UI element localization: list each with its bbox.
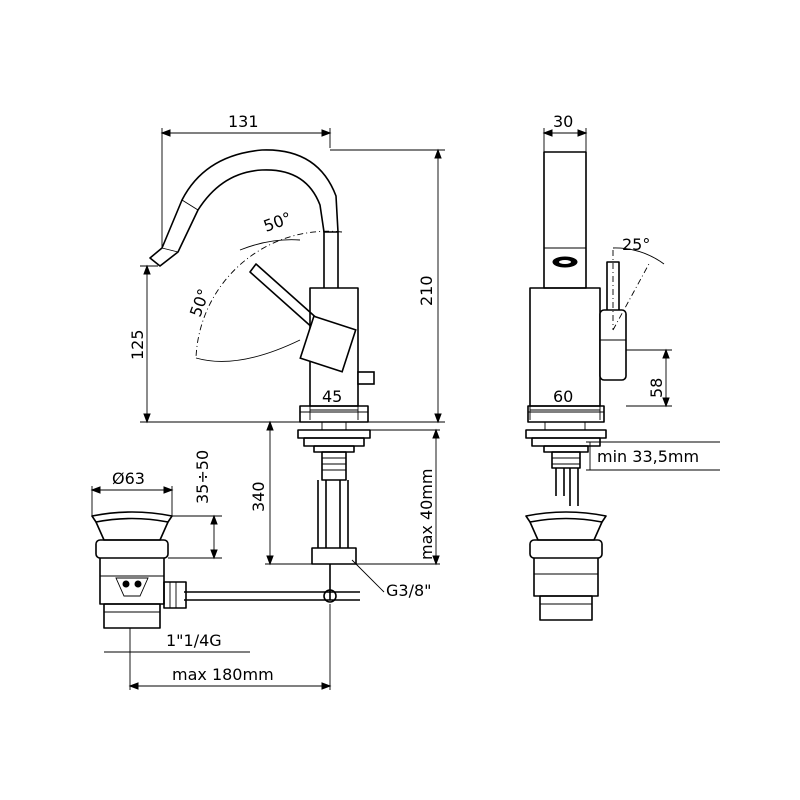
side-view <box>525 128 720 506</box>
label-waste-height: 35÷50 <box>193 450 212 504</box>
label-waste-diameter: Ø63 <box>112 469 145 488</box>
label-body-width-side: 30 <box>553 112 573 131</box>
spout <box>149 149 339 267</box>
lever-cap <box>299 315 357 373</box>
label-connection: G3/8" <box>386 581 432 600</box>
label-lever-angle-left: 50° <box>186 286 214 319</box>
label-spout-height: 125 <box>128 329 147 360</box>
waste-logo <box>115 577 149 597</box>
swing-arc <box>195 230 343 359</box>
label-max-deck: max 40mm <box>417 469 436 560</box>
label-base-width-side: 60 <box>553 387 573 406</box>
label-max-rod: max 180mm <box>172 665 274 684</box>
label-spout-reach: 131 <box>228 112 259 131</box>
label-waste-thread: 1"1/4G <box>166 631 222 650</box>
label-side-lever-angle: 25° <box>622 235 650 254</box>
front-waste <box>90 486 332 690</box>
front-view <box>140 128 445 603</box>
dimension-labels: 131 30 210 125 50° 50° 45 60 25° 58 min … <box>112 112 699 684</box>
label-lever-height: 58 <box>647 378 666 398</box>
label-lever-angle-top: 50° <box>261 208 294 236</box>
side-spout <box>543 151 587 289</box>
label-total-height: 210 <box>417 275 436 306</box>
side-waste <box>525 511 607 621</box>
label-min-deck: min 33,5mm <box>597 447 699 466</box>
label-body-width-front: 45 <box>322 387 342 406</box>
label-rod-length: 340 <box>249 481 268 512</box>
